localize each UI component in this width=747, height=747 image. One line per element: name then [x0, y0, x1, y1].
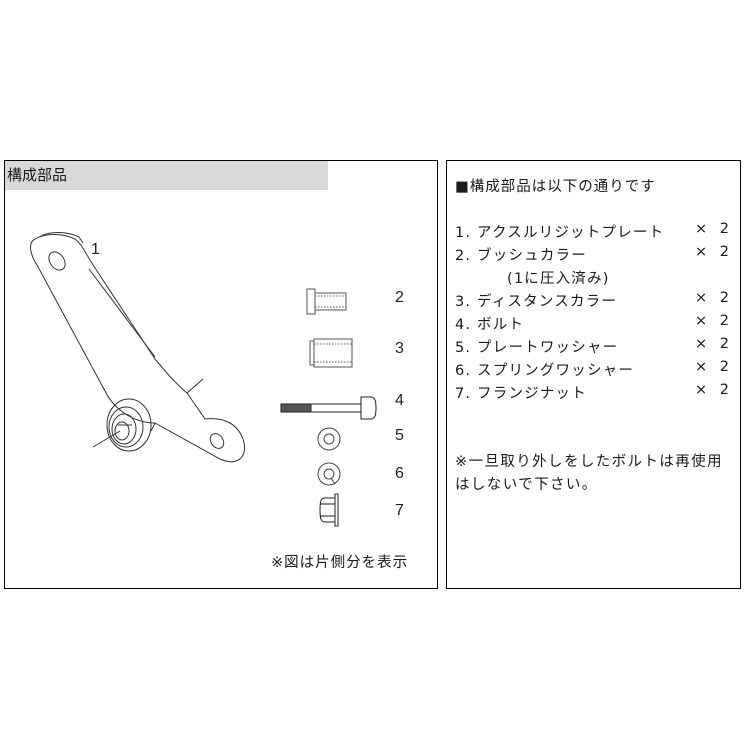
section-title: 構成部品 [5, 161, 328, 190]
parts-list: 1. アクスルリジットプレート × 2 2. ブッシュカラー × 2 (1に圧入… [455, 221, 737, 405]
parts-list-panel: ■構成部品は以下の通りです 1. アクスルリジットプレート × 2 2. ブッシ… [446, 160, 741, 589]
part-label-4: 4 [395, 392, 404, 409]
list-item: 7. フランジナット × 2 [455, 382, 737, 405]
item-qty: × 2 [695, 290, 733, 306]
item-qty: × 2 [695, 336, 733, 352]
diagram-note: ※図は片側分を表示 [271, 555, 409, 571]
list-item: 4. ボルト × 2 [455, 313, 737, 336]
part-label-1: 1 [91, 241, 100, 258]
part-label-5: 5 [395, 427, 404, 444]
item-label: 1. アクスルリジットプレート [455, 225, 665, 241]
item-qty: × 2 [695, 244, 733, 260]
part-label-2: 2 [395, 289, 404, 306]
list-item: 3. ディスタンスカラー × 2 [455, 290, 737, 313]
part-label-6: 6 [395, 465, 404, 482]
parts-diagram-panel: 構成部品 [4, 160, 438, 589]
item-label: 4. ボルト [455, 317, 525, 333]
item-label: 5. プレートワッシャー [455, 340, 619, 356]
list-item: 1. アクスルリジットプレート × 2 [455, 221, 737, 244]
item-qty: × 2 [695, 313, 733, 329]
bolt-reuse-warning: ※一旦取り外しをしたボルトは再使用 はしないで下さい。 [455, 451, 740, 497]
list-item: 2. ブッシュカラー × 2 [455, 244, 737, 267]
warning-line-2: はしないで下さい。 [455, 477, 598, 493]
item-qty: × 2 [695, 359, 733, 375]
parts-list-title: ■構成部品は以下の通りです [455, 179, 656, 195]
item-subnote: (1に圧入済み) [507, 271, 610, 287]
plate-washer-drawing [317, 427, 341, 451]
distance-collar-drawing [309, 338, 353, 368]
spring-washer-drawing [317, 462, 341, 486]
item-qty: × 2 [695, 221, 733, 237]
list-item: 6. スプリングワッシャー × 2 [455, 359, 737, 382]
part-label-3: 3 [395, 340, 404, 357]
parts-drawing [30, 232, 377, 527]
item-label: 6. スプリングワッシャー [455, 363, 635, 379]
list-item-subnote: (1に圧入済み) [455, 267, 737, 290]
axle-rigid-plate-drawing [30, 232, 245, 463]
item-qty: × 2 [695, 382, 733, 398]
bolt-drawing [280, 396, 377, 420]
warning-line-1: ※一旦取り外しをしたボルトは再使用 [455, 454, 723, 470]
item-label: 2. ブッシュカラー [455, 248, 587, 264]
item-label: 7. フランジナット [455, 386, 587, 402]
flange-nut-drawing [319, 493, 339, 527]
list-item: 5. プレートワッシャー × 2 [455, 336, 737, 359]
bush-collar-drawing [306, 288, 347, 315]
part-label-7: 7 [395, 502, 404, 519]
item-label: 3. ディスタンスカラー [455, 294, 618, 310]
